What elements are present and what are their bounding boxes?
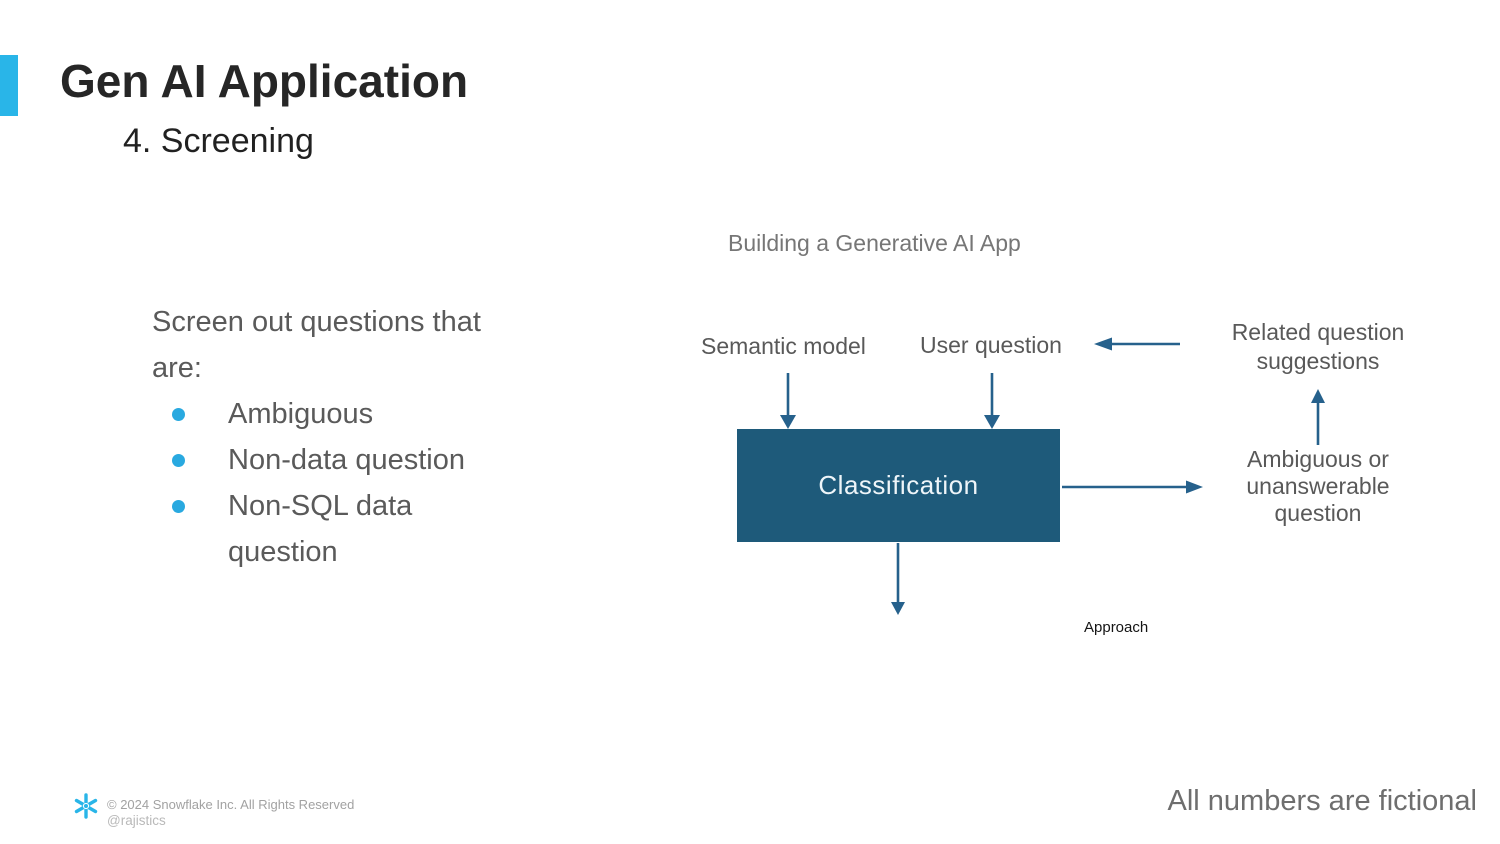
slide-subtitle: 4. Screening xyxy=(123,122,314,160)
node-label-related-question-suggestions: Related question suggestions xyxy=(1222,318,1414,376)
page-title: Gen AI Application xyxy=(60,55,469,107)
arrow-classification-down-icon xyxy=(891,543,905,615)
bullet-item-ambiguous: Ambiguous xyxy=(152,391,572,437)
bullet-label: Non-SQL data question xyxy=(228,490,413,568)
footer-handle: @rajistics xyxy=(107,813,166,828)
label-line: Related question xyxy=(1231,319,1405,345)
body-intro-line-1: Screen out questions that xyxy=(152,306,481,338)
node-label-ambiguous-unanswerable: Ambiguous or unanswerable question xyxy=(1240,446,1396,527)
arrow-ambiguous-to-related-icon xyxy=(1311,389,1325,445)
bullet-dot-icon xyxy=(172,408,185,421)
label-line: question xyxy=(1274,500,1362,526)
classification-box: Classification xyxy=(737,429,1060,542)
snowflake-logo-icon xyxy=(74,793,98,819)
bullet-list: Ambiguous Non-data question Non-SQL data… xyxy=(152,391,572,575)
diagram-title: Building a Generative AI App xyxy=(728,230,1021,256)
bullet-item-non-sql: Non-SQL data question xyxy=(152,483,572,575)
node-label-user-question: User question xyxy=(920,332,1062,358)
label-line: unanswerable xyxy=(1246,473,1390,499)
label-line: suggestions xyxy=(1256,348,1380,374)
footer-note: All numbers are fictional xyxy=(1167,785,1477,817)
label-line: Ambiguous or xyxy=(1247,446,1389,472)
body-intro: Screen out questions that are: xyxy=(152,299,572,391)
bullet-dot-icon xyxy=(172,500,185,513)
accent-bar xyxy=(0,55,18,116)
bullet-dot-icon xyxy=(172,454,185,467)
arrow-related-to-user-icon xyxy=(1094,337,1180,351)
classification-box-label: Classification xyxy=(818,470,979,500)
bullet-label: Non-data question xyxy=(228,444,465,476)
arrow-classification-to-ambiguous-icon xyxy=(1062,480,1203,494)
footer-copyright: © 2024 Snowflake Inc. All Rights Reserve… xyxy=(107,797,355,812)
diagram-caption: Approach xyxy=(1084,619,1149,636)
bullet-item-non-data: Non-data question xyxy=(152,437,572,483)
arrow-user-to-classification-icon xyxy=(984,373,1000,429)
arrow-semantic-to-classification-icon xyxy=(780,373,796,429)
node-label-semantic-model: Semantic model xyxy=(701,333,866,359)
body-intro-line-2: are: xyxy=(152,352,202,384)
bullet-label: Ambiguous xyxy=(228,398,374,430)
body-text-block: Screen out questions that are: Ambiguous… xyxy=(152,299,572,575)
